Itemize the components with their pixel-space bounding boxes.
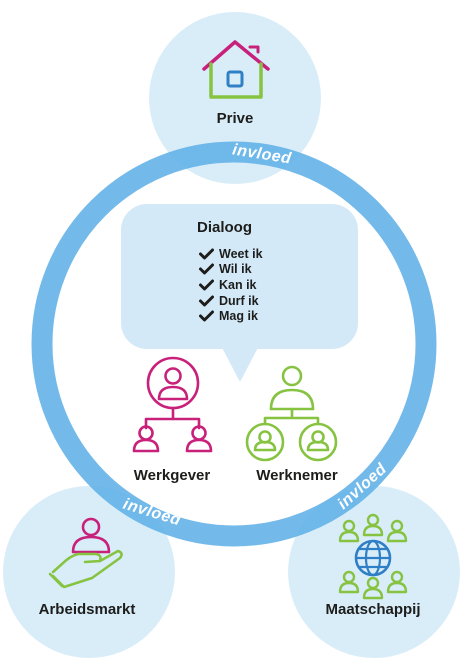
dialog-bubble-tail [218, 340, 262, 382]
check-icon [199, 263, 214, 275]
checklist-item-label: Durf ik [219, 293, 259, 308]
dialog-bubble [121, 204, 358, 349]
werkgever-label: Werkgever [133, 467, 211, 484]
checklist-item: Kan ik [199, 277, 263, 293]
checklist-item: Weet ik [199, 246, 263, 262]
checklist-item-label: Weet ik [219, 246, 263, 261]
checklist-item: Wil ik [199, 262, 263, 278]
dialog-title: Dialoog [197, 219, 252, 236]
check-icon [199, 310, 214, 322]
checklist-item: Mag ik [199, 308, 263, 324]
check-icon [199, 279, 214, 291]
checklist-item-label: Wil ik [219, 262, 252, 277]
arbeidsmarkt-label: Arbeidsmarkt [38, 601, 136, 618]
maatschappij-label: Maatschappij [325, 601, 421, 618]
checklist-item-label: Mag ik [219, 309, 258, 324]
check-icon [199, 248, 214, 260]
checklist-item-label: Kan ik [219, 277, 257, 292]
dialog-checklist: Weet ik Wil ik Kan ik Durf ik Mag ik [199, 246, 263, 324]
prive-label: Prive [216, 110, 254, 127]
checklist-item: Durf ik [199, 293, 263, 309]
check-icon [199, 295, 214, 307]
werknemer-label: Werknemer [256, 467, 338, 484]
